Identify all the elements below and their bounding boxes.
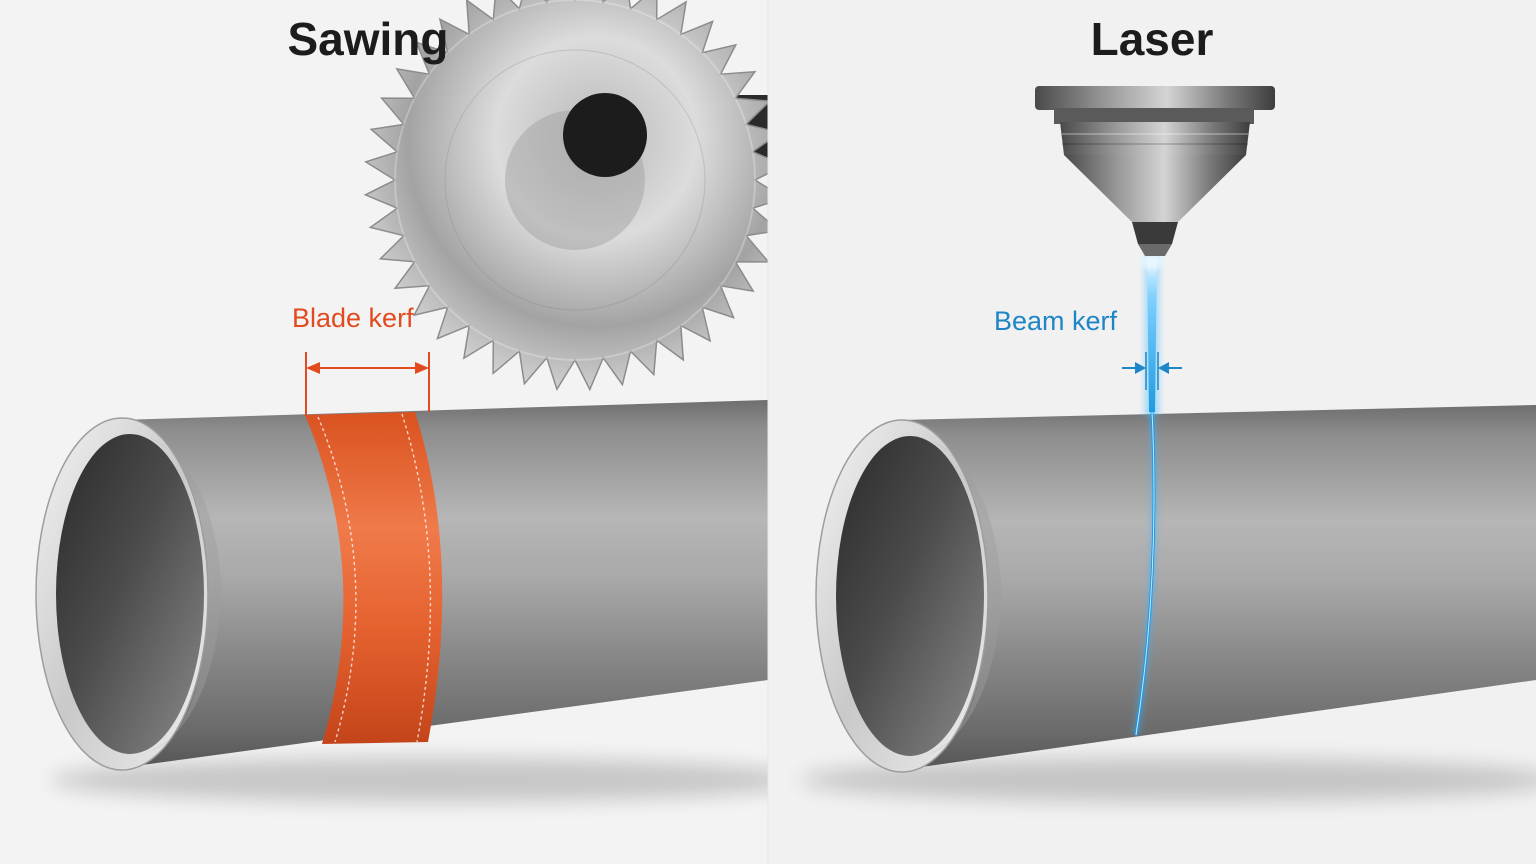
blade-kerf-band <box>305 412 443 744</box>
laser-title: Laser <box>1090 13 1214 65</box>
laser-panel <box>800 86 1536 802</box>
blade-kerf-label: Blade kerf <box>292 303 414 333</box>
blade-kerf-dimension <box>305 352 430 416</box>
laser-beam <box>1140 254 1164 415</box>
sawing-panel <box>35 0 768 802</box>
laser-cutting-head-icon <box>1035 86 1275 256</box>
circular-saw-blade-icon <box>363 0 768 392</box>
tube-shadow <box>50 758 768 802</box>
steel-tube-left <box>35 400 768 771</box>
tube-shadow-right <box>800 758 1536 802</box>
beam-kerf-label: Beam kerf <box>994 306 1118 336</box>
steel-tube-right <box>815 405 1536 773</box>
beam-cut-line <box>1132 409 1158 736</box>
beam-kerf-dimension <box>1122 352 1182 390</box>
sawing-title: Sawing <box>287 13 449 65</box>
